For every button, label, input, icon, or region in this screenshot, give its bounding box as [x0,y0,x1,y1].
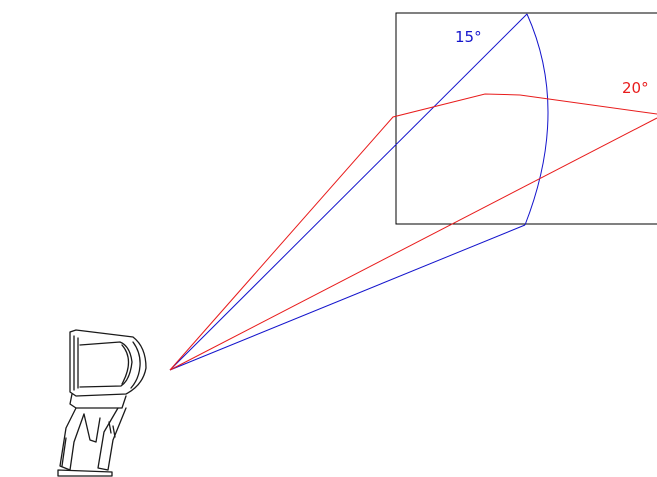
fov-15-lower-ray [169,224,526,371]
fov-20-label: 20° [622,79,649,97]
fov-15-arc [524,13,549,226]
fov-20-upper-ray [169,93,657,371]
fov-15-upper-ray [169,13,528,371]
fov-15-group: 15° [169,13,549,371]
target-frame [395,12,657,225]
fov-20-lower-ray [169,117,657,371]
fov-15-label: 15° [455,28,482,46]
fov-20-group: 20° [169,79,657,371]
handheld-camera-icon [57,329,147,477]
